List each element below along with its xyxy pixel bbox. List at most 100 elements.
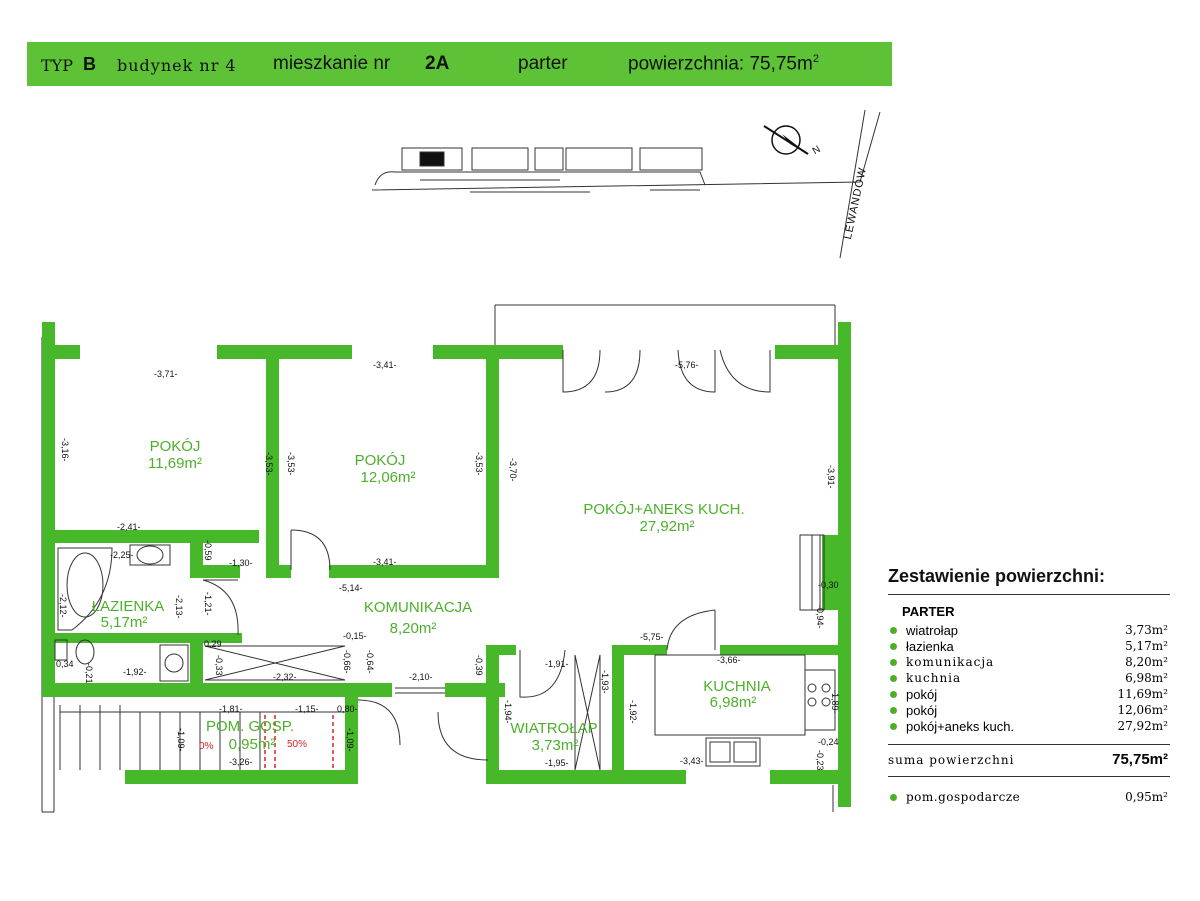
floor-label: parter bbox=[518, 53, 568, 74]
type-label: TYP bbox=[41, 56, 73, 75]
dim-label: -1,94- bbox=[503, 700, 513, 724]
dim-label: -3,66- bbox=[717, 655, 741, 665]
area-summary: Zestawienie powierzchni: PARTER wiatroła… bbox=[888, 566, 1178, 804]
dim-label: -3,26- bbox=[229, 757, 253, 767]
bullet-icon bbox=[890, 707, 897, 714]
stair-height-marks bbox=[264, 715, 334, 770]
dim-label: -3,43- bbox=[680, 756, 704, 766]
dim-label: 0,80- bbox=[337, 704, 358, 714]
bullet-icon bbox=[890, 691, 897, 698]
dim-label: -3,53- bbox=[286, 452, 296, 476]
summary-divider bbox=[888, 594, 1170, 595]
dim-label: -3,91- bbox=[826, 465, 836, 489]
area-label: powierzchnia: 75,75m2 bbox=[628, 53, 819, 75]
room-area-vestibule: 3,73m² bbox=[531, 737, 579, 754]
dim-label: -1,93- bbox=[600, 670, 610, 694]
dim-label: -0,66- bbox=[342, 650, 352, 674]
compass-icon bbox=[763, 125, 809, 155]
dim-label: -0,24 bbox=[818, 737, 839, 747]
summary-row: pokój+aneks kuch.27,92m² bbox=[888, 719, 1170, 735]
bullet-icon bbox=[890, 659, 897, 666]
dim-label: -1,92- bbox=[628, 700, 638, 724]
building-label: budynek nr 4 bbox=[117, 56, 237, 75]
dim-label: -1,21- bbox=[203, 592, 213, 616]
dim-label: -1,81- bbox=[219, 704, 243, 714]
room-name-utility: POM. GOSP. bbox=[205, 718, 295, 735]
dim-label: 0,29 bbox=[204, 639, 222, 649]
dim-label: -0,23 bbox=[815, 750, 825, 771]
summary-title: Zestawienie powierzchni: bbox=[888, 566, 1106, 586]
dim-label: -5,14- bbox=[339, 583, 363, 593]
dim-label: -2,25- bbox=[110, 550, 134, 560]
dim-label: -3,41- bbox=[373, 557, 397, 567]
dim-label: -3,71- bbox=[154, 369, 178, 379]
bullet-icon bbox=[890, 627, 897, 634]
site-plan bbox=[371, 109, 881, 259]
dim-label: -0,64- bbox=[365, 650, 375, 674]
dim-label: -3,53- bbox=[264, 452, 274, 476]
dim-label: -3,70- bbox=[508, 458, 518, 482]
dim-label: -0,30 bbox=[818, 580, 839, 590]
apartment-number: 2A bbox=[425, 53, 450, 74]
room-name-hallway: KOMUNIKACJA bbox=[363, 599, 473, 616]
walls bbox=[42, 322, 851, 807]
dim-label: -1,92- bbox=[123, 667, 147, 677]
room-name-kitchen: KUCHNIA bbox=[703, 678, 771, 695]
dim-label: -5,75- bbox=[640, 632, 664, 642]
dim-label: -0,94- bbox=[815, 605, 825, 629]
room-area-bedroom-2: 12,06m² bbox=[360, 469, 416, 486]
dim-label: -3,16- bbox=[60, 438, 70, 462]
dim-label: -2,41- bbox=[117, 522, 141, 532]
room-area-hallway: 8,20m² bbox=[389, 620, 437, 637]
room-area-utility: 0,95m² bbox=[228, 736, 276, 753]
room-name-living-kitchenette: POKÓJ+ANEKS KUCH. bbox=[583, 501, 745, 518]
dim-label: -2,13- bbox=[174, 595, 184, 619]
dim-label: -1,89- bbox=[830, 690, 840, 714]
stair-treads bbox=[59, 705, 345, 770]
dim-label: -0,59 bbox=[203, 540, 213, 561]
dim-label: -1,95- bbox=[545, 758, 569, 768]
room-name-vestibule: WIATROŁAP bbox=[510, 720, 598, 737]
dim-label: -3,53- bbox=[474, 452, 484, 476]
dim-label: -3,41- bbox=[373, 360, 397, 370]
room-name-bathroom: ŁAZIENKA bbox=[91, 598, 165, 615]
dim-label: -2,10- bbox=[409, 672, 433, 682]
room-area-bathroom: 5,17m² bbox=[100, 614, 148, 631]
room-area-living-kitchenette: 27,92m² bbox=[639, 518, 695, 535]
bullet-icon bbox=[890, 723, 897, 730]
room-area-kitchen: 6,98m² bbox=[709, 694, 757, 711]
dim-label: -0,15- bbox=[343, 631, 367, 641]
stair-mark-right: 50% bbox=[287, 739, 308, 750]
dim-label: -0,21 bbox=[84, 663, 94, 684]
room-name-bedroom-2: POKÓJ bbox=[354, 452, 406, 469]
bullet-icon bbox=[890, 794, 897, 801]
summary-section: PARTER bbox=[902, 604, 955, 619]
summary-total-row: suma powierzchni 75,75m² bbox=[888, 751, 1168, 768]
dim-label: -2,32- bbox=[273, 672, 297, 682]
stair-mark-left: 0% bbox=[199, 741, 214, 752]
dim-label: -0,33 bbox=[214, 655, 224, 676]
apartment-label: mieszkanie nr bbox=[273, 53, 391, 74]
dim-label: -1,30- bbox=[229, 558, 253, 568]
summary-divider bbox=[888, 776, 1170, 777]
room-area-bedroom-1: 11,69m² bbox=[148, 455, 202, 472]
bullet-icon bbox=[890, 675, 897, 682]
summary-divider bbox=[888, 744, 1170, 745]
dim-label: -1,91- bbox=[545, 659, 569, 669]
bullet-icon bbox=[890, 643, 897, 650]
type-letter: B bbox=[83, 54, 96, 74]
header-bar: TYP B budynek nr 4 mieszkanie nr 2A part… bbox=[27, 42, 892, 86]
dim-label: -1,15- bbox=[295, 704, 319, 714]
dim-label: -1,09- bbox=[345, 728, 355, 752]
dim-label: -1,09- bbox=[176, 728, 186, 752]
dim-label: -0,39 bbox=[474, 655, 484, 676]
dim-label: 0,34 bbox=[56, 659, 74, 669]
